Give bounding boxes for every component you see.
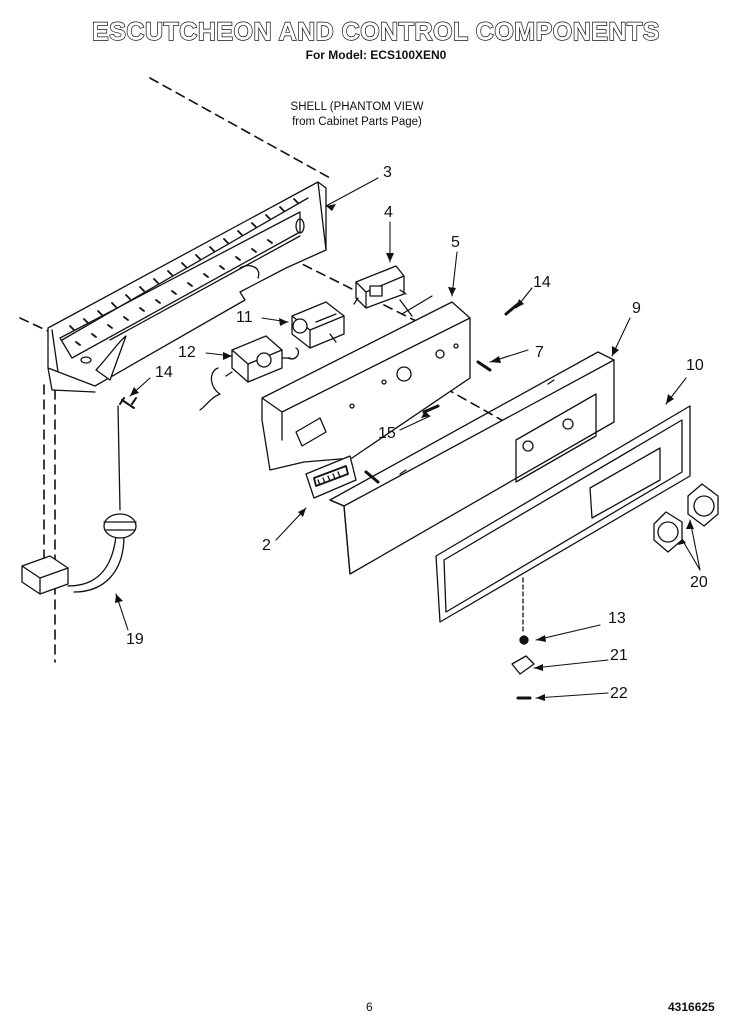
part-3-back-panel	[47, 181, 327, 393]
part-4-switch	[353, 265, 407, 309]
callout-14-right: 14	[533, 274, 551, 291]
part-20-knobs	[653, 483, 719, 553]
callout-5: 5	[451, 234, 460, 251]
part-2-terminal-block	[305, 455, 357, 499]
parts-13-21-22-hardware	[511, 577, 535, 700]
callout-10: 10	[686, 357, 704, 374]
callout-9: 9	[632, 300, 641, 317]
part-12-selector-switch	[199, 335, 291, 411]
callout-22: 22	[610, 685, 628, 702]
shell-phantom-note: SHELL (PHANTOM VIEW from Cabinet Parts P…	[272, 100, 442, 130]
callout-4: 4	[384, 204, 393, 221]
part-9-escutcheon	[329, 351, 615, 575]
shell-note-line1: SHELL (PHANTOM VIEW	[290, 101, 424, 113]
part-11-selector-switch	[287, 301, 345, 360]
callout-7: 7	[535, 344, 544, 361]
callout-19: 19	[126, 631, 144, 648]
callout-3: 3	[383, 164, 392, 181]
part-5-control-bracket	[261, 295, 471, 471]
callout-21: 21	[610, 647, 628, 664]
callout-20: 20	[690, 574, 708, 591]
callout-12: 12	[178, 344, 196, 361]
part-10-overlay	[435, 405, 691, 623]
page-number: 6	[366, 1000, 373, 1014]
callout-15: 15	[378, 425, 396, 442]
part-19-power-cord	[21, 405, 137, 595]
callout-11: 11	[236, 309, 253, 326]
page-title: ESCUTCHEON AND CONTROL COMPONENTS	[91, 17, 660, 46]
callout-14-left: 14	[155, 364, 173, 381]
callout-leaders	[115, 177, 701, 699]
model-subtitle: For Model: ECS100XEN0	[305, 48, 447, 62]
callout-2: 2	[262, 537, 271, 554]
back-panel-vent-slots	[69, 198, 299, 346]
callout-13: 13	[608, 610, 626, 627]
document-number: 4316625	[668, 1000, 715, 1014]
shell-note-line2: from Cabinet Parts Page)	[292, 116, 422, 128]
